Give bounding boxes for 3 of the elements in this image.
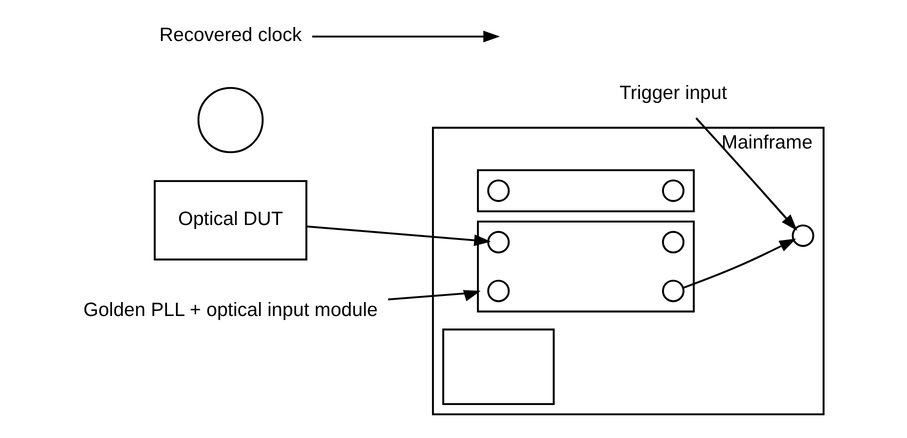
node-text: Recovered clock — [159, 25, 302, 46]
node-text: Golden PLL + optical input module — [83, 300, 378, 322]
node-text: Trigger input — [620, 82, 727, 104]
